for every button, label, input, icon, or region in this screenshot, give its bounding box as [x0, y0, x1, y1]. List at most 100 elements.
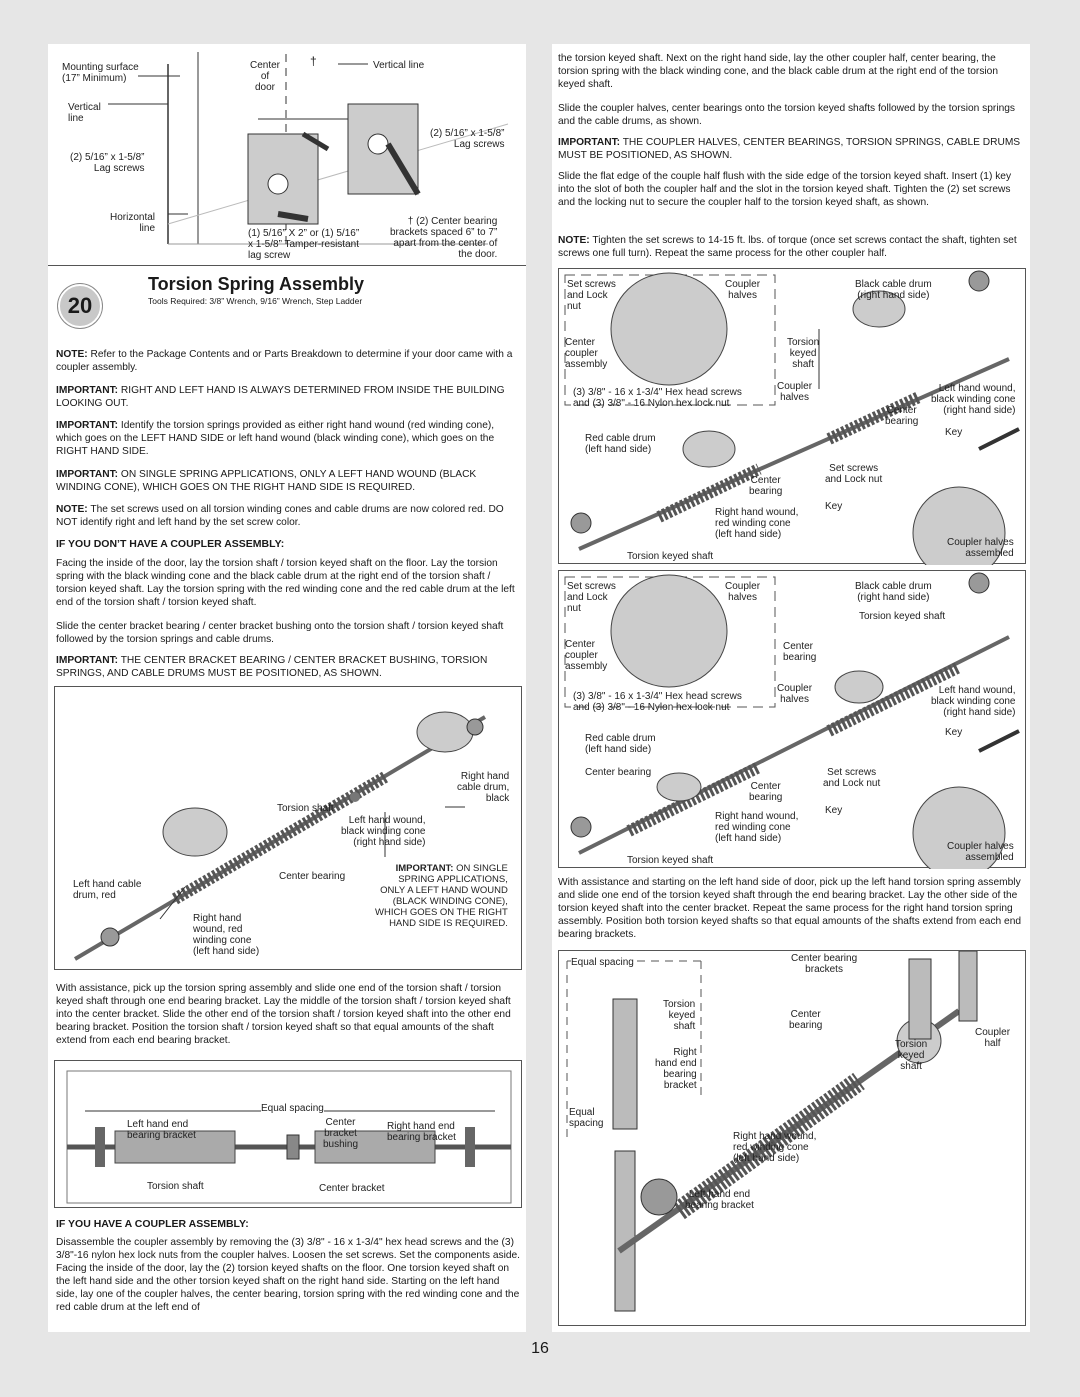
right-para3: Slide the flat edge of the couple half f… — [558, 171, 1012, 208]
install-figure: Equal spacing Center bearing brackets To… — [558, 950, 1026, 1326]
hex-screws-label: (3) 3/8" - 16 x 1-3/4" Hex head screws a… — [573, 691, 742, 713]
key-label: Key — [945, 427, 963, 438]
torsion-keyed-shaft-label: Torsion keyed shaft — [663, 999, 696, 1032]
step-tools: Tools Required: 3/8” Wrench, 9/16” Wrenc… — [148, 296, 363, 306]
no-coupler-heading: IF YOU DON’T HAVE A COUPLER ASSEMBLY: — [56, 538, 285, 550]
set-screws-lock-nut-label: Set screws and Lock nut — [567, 279, 616, 312]
no-coupler-para2: Slide the center bracket bearing / cente… — [56, 621, 504, 645]
right-important-positioned: IMPORTANT: THE COUPLER HALVES, CENTER BE… — [558, 137, 1021, 161]
red-cable-drum-label: Red cable drum (left hand side) — [585, 433, 656, 455]
right-hand-wound-label: Right hand wound, red winding cone (left… — [733, 1131, 817, 1164]
tamper-resistant-label: (1) 5/16” X 2” or (1) 5/16” x 1-5/8” Tam… — [248, 228, 360, 261]
right-column: the torsion keyed shaft. Next on the rig… — [552, 44, 1030, 1332]
vertical-line-left-label: Vertical line — [68, 102, 101, 124]
center-bearing-note: † (2) Center bearing brackets spaced 6” … — [390, 216, 498, 260]
shaft-install-figure: Equal spacing Left hand end bearing brac… — [54, 1060, 522, 1208]
torsion-shaft-label-2: Torsion shaft — [147, 1181, 204, 1192]
left-end-bearing-bracket-label: Left hand end bearing bracket — [685, 1189, 754, 1211]
no-coupler-para1: Facing the inside of the door, lay the t… — [56, 558, 515, 608]
lag-screws-right-label: (2) 5/16” x 1-5/8” Lag screws — [430, 128, 505, 150]
shaft-drawing — [66, 1070, 512, 1204]
equal-spacing-label: Equal spacing — [261, 1103, 324, 1114]
right-end-bearing-bracket-label: Right hand end bearing bracket — [655, 1047, 697, 1091]
right-hand-wound-label: Right hand wound, red winding cone (left… — [715, 507, 799, 540]
right-hand-wound-label: Right hand wound, red winding cone (left… — [193, 913, 260, 957]
hex-screws-label: (3) 3/8" - 16 x 1-3/4" Hex head screws a… — [573, 387, 742, 409]
torsion-shaft-label: Torsion shaft — [277, 803, 334, 814]
center-bearing-label: Center bearing — [279, 871, 346, 882]
center-bearing-label: Center bearing — [789, 1009, 823, 1031]
center-bushing-label: Center bracket bushing — [323, 1117, 359, 1150]
center-of-door-label: Center of door — [250, 60, 281, 93]
center-bearing-mid-label: Center bearing — [749, 781, 783, 803]
set-screws-lock-nut-label: Set screws and Lock nut — [567, 581, 616, 614]
center-bearing-top-label: Center bearing — [783, 641, 817, 663]
important-positioned: IMPORTANT: THE CENTER BRACKET BEARING / … — [56, 655, 488, 679]
coupler-halves-label-2: Coupler halves — [777, 381, 813, 403]
vertical-line-right-label: Vertical line — [373, 60, 425, 71]
red-cable-drum-label: Red cable drum (left hand side) — [585, 733, 656, 755]
key-label-2: Key — [825, 805, 843, 816]
right-hand-drum-label: Right hand cable drum, black — [457, 771, 510, 804]
install-drawing — [566, 951, 978, 1312]
note-set-screws: NOTE: The set screws used on all torsion… — [56, 504, 504, 528]
mounting-surface-label: Mounting surface (17” Minimum) — [62, 62, 139, 84]
coupler-heading: IF YOU HAVE A COUPLER ASSEMBLY: — [56, 1218, 249, 1230]
spring-assembly-figure: Right hand cable drum, black Torsion sha… — [54, 686, 522, 970]
coupler-halves-label: Coupler halves — [725, 279, 761, 301]
mounting-figure: Mounting surface (17” Minimum) Vertical … — [48, 44, 526, 266]
coupler-figure-1: Set screws and Lock nut Coupler halves B… — [558, 268, 1026, 565]
torsion-keyed-shaft-label-2: Torsion keyed shaft — [627, 855, 714, 866]
torsion-keyed-shaft-top-label: Torsion keyed shaft — [859, 611, 946, 622]
important-right-left: IMPORTANT: RIGHT AND LEFT HAND IS ALWAYS… — [56, 385, 505, 409]
mounting-drawing — [108, 52, 509, 245]
equal-spacing-top-label: Equal spacing — [571, 957, 634, 968]
lag-screws-left-label: (2) 5/16” x 1-5/8” Lag screws — [70, 152, 145, 174]
page-number: 16 — [531, 1340, 549, 1357]
coupler-disassemble-para: Disassemble the coupler assembly by remo… — [56, 1237, 521, 1313]
torsion-keyed-shaft-label-2: Torsion keyed shaft — [895, 1039, 928, 1072]
right-para1: the torsion keyed shaft. Next on the rig… — [558, 53, 999, 90]
left-hand-drum-label: Left hand cable drum, red — [73, 879, 142, 901]
black-cable-drum-label: Black cable drum (right hand side) — [855, 279, 932, 301]
center-bearing-label-2: Center bearing — [749, 475, 783, 497]
set-screws-lock-nut-label-2: Set screws and Lock nut — [823, 767, 881, 789]
dagger-mark: † — [310, 54, 317, 68]
step-number-badge: 20 — [58, 284, 102, 328]
important-single-spring-callout: IMPORTANT: ON SINGLE SPRING APPLICATIONS… — [375, 863, 508, 929]
center-bearing-left-label: Center bearing — [585, 767, 652, 778]
center-bracket-label: Center bracket — [319, 1183, 385, 1194]
center-bearing-brackets-label: Center bearing brackets — [791, 953, 858, 975]
important-identify-springs: IMPORTANT: Identify the torsion springs … — [56, 420, 495, 457]
step-title: Torsion Spring Assembly — [148, 274, 365, 294]
key-label: Key — [945, 727, 963, 738]
coupler-drawing-1 — [564, 270, 1020, 565]
coupler-halves-label: Coupler halves — [725, 581, 761, 603]
center-coupler-assembly-label: Center coupler assembly — [565, 337, 608, 370]
left-bearing-bracket-label: Left hand end bearing bracket — [127, 1119, 196, 1141]
left-hand-wound-label: Left hand wound, black winding cone (rig… — [931, 383, 1016, 416]
assembly-install-para: With assistance, pick up the torsion spr… — [56, 983, 511, 1046]
set-screws-lock-nut-label-2: Set screws and Lock nut — [825, 463, 883, 485]
important-single-spring: IMPORTANT: ON SINGLE SPRING APPLICATIONS… — [56, 469, 477, 493]
key-label-2: Key — [825, 501, 843, 512]
coupler-half-label: Coupler half — [975, 1027, 1011, 1049]
coupler-halves-label-2: Coupler halves — [777, 683, 813, 705]
spring-drawing — [73, 711, 487, 961]
coupler-halves-assembled-label: Coupler halves assembled — [947, 841, 1014, 863]
black-cable-drum-label: Black cable drum (right hand side) — [855, 581, 932, 603]
torsion-keyed-shaft-label: Torsion keyed shaft — [787, 337, 820, 370]
horizontal-line-label: Horizontal line — [110, 212, 156, 234]
left-hand-wound-label: Left hand wound, black winding cone (rig… — [341, 815, 426, 848]
coupler-halves-assembled-label: Coupler halves assembled — [947, 537, 1014, 559]
torsion-keyed-shaft-label-2: Torsion keyed shaft — [627, 551, 714, 562]
coupler-drawing-2 — [564, 572, 1020, 869]
right-note-torque: NOTE: Tighten the set screws to 14-15 ft… — [558, 235, 1017, 259]
center-bearing-label: Center bearing — [885, 405, 919, 427]
left-hand-wound-label: Left hand wound, black winding cone (rig… — [931, 685, 1016, 718]
coupler-figure-2: Set screws and Lock nut Coupler halves B… — [558, 570, 1026, 869]
center-coupler-assembly-label: Center coupler assembly — [565, 639, 608, 672]
left-column: Mounting surface (17” Minimum) Vertical … — [48, 44, 526, 1332]
right-bearing-bracket-label: Right hand end bearing bracket — [387, 1121, 456, 1143]
equal-spacing-bottom-label: Equal spacing — [569, 1107, 604, 1129]
